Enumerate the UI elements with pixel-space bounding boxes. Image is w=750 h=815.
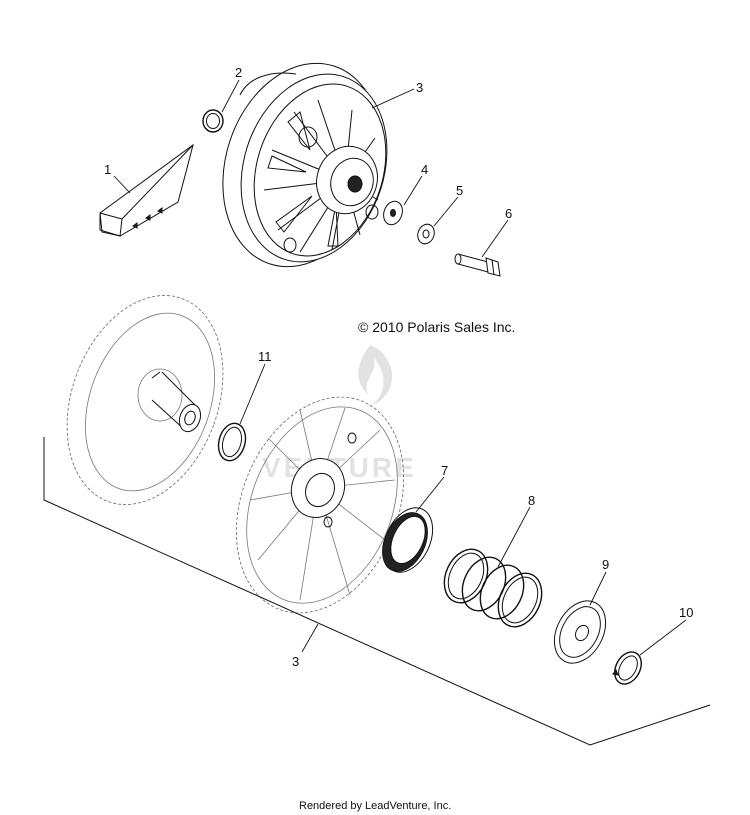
part-2-ring bbox=[202, 109, 224, 133]
part-5-washer bbox=[417, 223, 435, 245]
part-6-bolt bbox=[454, 253, 501, 277]
part-1-wedge bbox=[99, 143, 194, 237]
part-3-fixed-sheave bbox=[66, 295, 224, 505]
part-11-ring bbox=[217, 422, 247, 462]
callout-1: 1 bbox=[104, 162, 111, 177]
callout-4: 4 bbox=[421, 162, 428, 177]
callout-labels: 1 2 3 4 5 6 11 7 8 9 10 3 bbox=[104, 65, 693, 669]
part-4-washer bbox=[383, 200, 403, 226]
footer-text: Rendered by LeadVenture, Inc. bbox=[299, 800, 451, 812]
part-8-spring bbox=[443, 548, 543, 628]
part-9-cup bbox=[553, 600, 607, 664]
callout-3-top: 3 bbox=[416, 80, 423, 95]
part-7-seal bbox=[382, 507, 434, 573]
callout-6: 6 bbox=[505, 206, 512, 221]
watermark: VENTURE bbox=[262, 345, 414, 483]
callout-3-bottom: 3 bbox=[292, 654, 299, 669]
part-10-retaining-ring bbox=[612, 651, 642, 685]
callout-10: 10 bbox=[679, 605, 693, 620]
leader-lines bbox=[113, 79, 687, 656]
callout-2: 2 bbox=[235, 65, 242, 80]
callout-7: 7 bbox=[441, 463, 448, 478]
assembly-bracket bbox=[43, 437, 711, 746]
callout-5: 5 bbox=[456, 183, 463, 198]
callout-8: 8 bbox=[528, 493, 535, 508]
copyright-text: © 2010 Polaris Sales Inc. bbox=[358, 319, 515, 335]
callout-11: 11 bbox=[258, 349, 272, 364]
callout-9: 9 bbox=[602, 557, 609, 572]
flame-logo-icon bbox=[358, 345, 393, 405]
part-3-driven-sheave bbox=[222, 62, 388, 268]
movable-sheave bbox=[235, 396, 405, 614]
